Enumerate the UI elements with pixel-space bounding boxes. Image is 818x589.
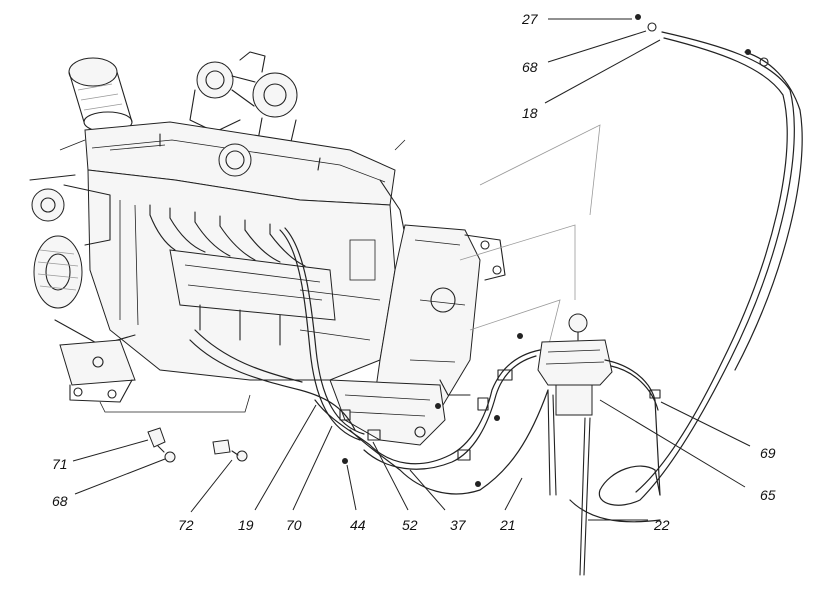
flywheel-housing [374,224,506,421]
callout-22: 22 [653,517,670,533]
cylinder-block [87,169,411,381]
callout-72: 72 [178,517,194,533]
engine-block-illustration [29,51,601,446]
callout-65: 65 [760,487,776,503]
callout-69: 69 [760,445,776,461]
callout-labels: 27 68 18 69 65 71 68 72 19 70 44 52 37 2… [52,11,776,533]
callout-70: 70 [286,517,302,533]
callout-21: 21 [499,517,516,533]
callout-18: 18 [522,105,538,121]
callout-leaders [72,18,751,521]
callout-27: 27 [521,11,539,27]
fuel-filter-assembly [517,313,613,576]
callout-52: 52 [402,517,418,533]
fuel-hoses [189,14,803,523]
callout-44: 44 [350,517,366,533]
front-engine-mount [59,339,251,413]
callout-19: 19 [238,517,254,533]
callout-37: 37 [450,517,467,533]
oil-filter [68,57,133,133]
loose-fittings [147,427,248,463]
callout-68-left: 68 [52,493,68,509]
callout-68-top: 68 [522,59,538,75]
alternator [29,174,136,346]
callout-71: 71 [52,456,68,472]
oil-pan [329,379,446,446]
